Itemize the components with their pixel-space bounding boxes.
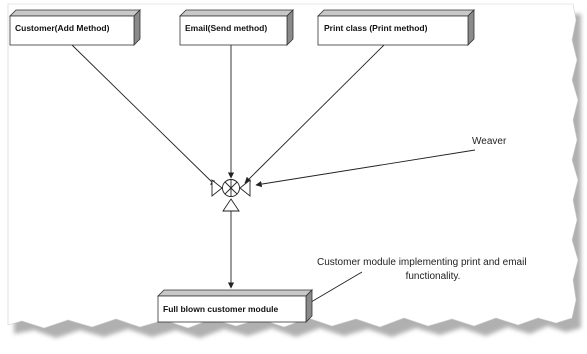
full-blown-customer-module-box: Full blown customer module [157, 289, 313, 323]
connector-weaver-label-to-weaver [255, 149, 476, 188]
weaver-symbol [211, 179, 251, 212]
connector-customer-to-weaver [71, 44, 217, 187]
module-annotation-line2: functionality. [406, 271, 461, 282]
print-class-box: Print class (Print method) [317, 9, 475, 46]
connector-print-to-weaver [244, 44, 385, 184]
connectors [71, 44, 476, 306]
email-send-method-box: Email(Send method) [179, 9, 294, 46]
weaver-right-wing [239, 179, 251, 197]
weaver-left-wing [211, 179, 223, 197]
full-blown-customer-module-label: Full blown customer module [163, 304, 279, 314]
paper [7, 3, 579, 329]
module-annotation-line1: Customer module implementing print and e… [317, 257, 527, 268]
print-class-label: Print class (Print method) [324, 23, 428, 33]
connector-note-to-result [305, 271, 363, 306]
customer-add-method-box: Customer(Add Method) [9, 9, 141, 46]
weaver-annotation: Weaver [472, 136, 507, 147]
weaver-bottom-wing [222, 198, 240, 212]
email-send-method-label: Email(Send method) [185, 23, 267, 33]
customer-add-method-label: Customer(Add Method) [15, 23, 110, 33]
